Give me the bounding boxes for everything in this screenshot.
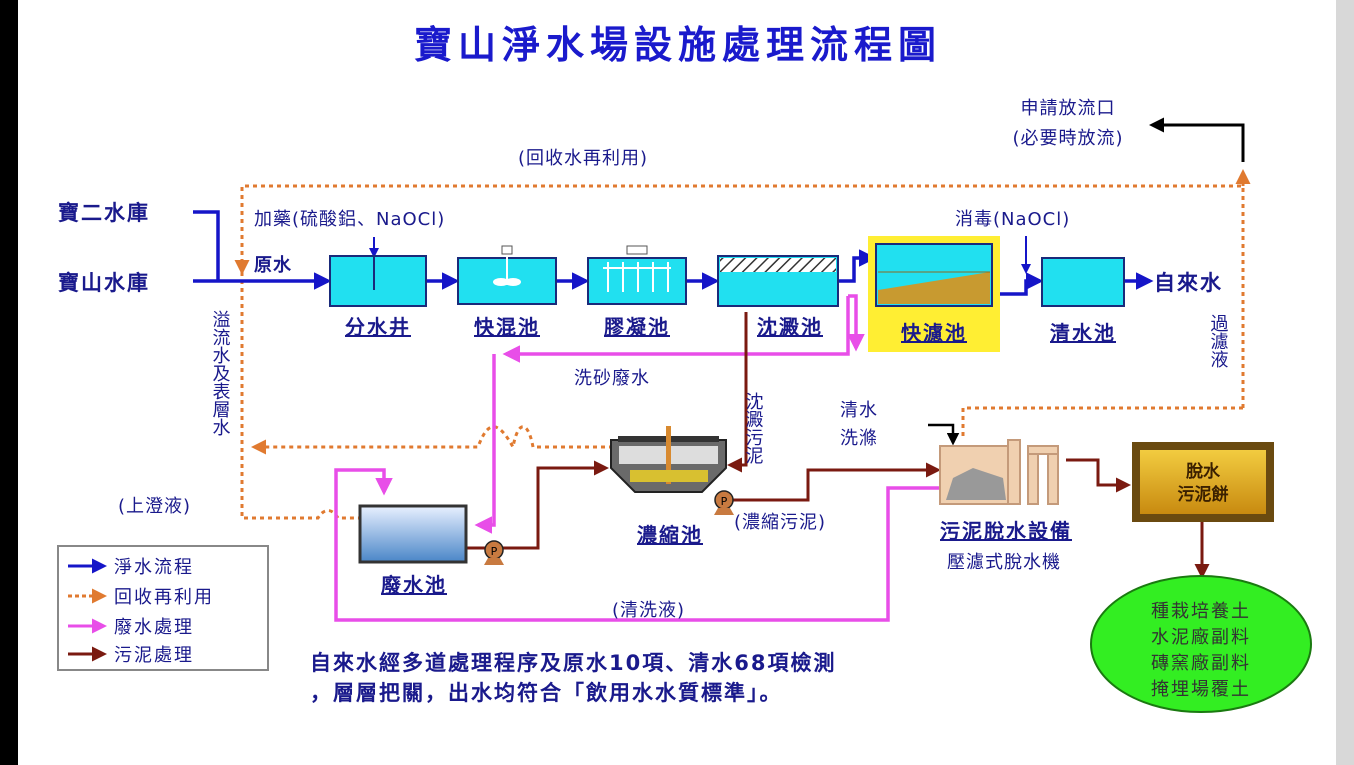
unit-flocculation (587, 245, 687, 305)
sand-wash-line (502, 296, 850, 363)
wash-water-label-2: 洗滌 (840, 428, 878, 449)
unit-rapid-mix (457, 245, 557, 305)
water-flow-lines (193, 210, 1154, 296)
filtrate-label: 過濾液 (1208, 314, 1229, 368)
footnote-line-2: ，層層把關，出水均符合「飲用水水質標準」。 (310, 681, 783, 705)
sand-wash-label: 洗砂廢水 (574, 368, 650, 389)
flow-4 (838, 249, 877, 283)
sand-wash-stub (847, 294, 865, 352)
waste-water-lines (334, 294, 943, 622)
unit-sludge-cake (1132, 442, 1274, 522)
filtrate-line (961, 406, 1243, 440)
unit-split-well (329, 255, 427, 307)
source-2: 寶山水庫 (58, 271, 150, 295)
sand-wash-down (474, 354, 496, 534)
unit-thickener (610, 426, 727, 493)
raw-water-label: 原水 (254, 254, 292, 276)
flocculation-label: 膠凝池 (604, 315, 670, 339)
slide: 寶山淨水場設施處理流程圖 (18, 0, 1336, 765)
clear-well-label: 清水池 (1050, 321, 1116, 345)
unit-sedimentation (717, 255, 839, 307)
wash-water-arrow (928, 423, 960, 446)
waste-pool-label: 廢水池 (381, 573, 447, 597)
supernatant-label: (上澄液) (118, 496, 191, 517)
wash-liquid-label: (清洗液) (612, 600, 685, 621)
pump-1: P (484, 540, 504, 565)
legend-item: 淨水流程 (114, 557, 194, 578)
tap-water-label: 自來水 (1154, 271, 1223, 295)
legend-item: 廢水處理 (114, 617, 194, 638)
filter-label: 快濾池 (901, 321, 967, 345)
unit-filter (868, 236, 1000, 352)
sediment-sludge-label: 沈澱污泥 (743, 392, 764, 464)
dosing-label: 加藥(硫酸鋁、NaOCl) (254, 209, 445, 230)
unit-clear-well (1041, 257, 1125, 307)
flow-5 (1000, 272, 1044, 296)
sediment-sludge-line (727, 312, 748, 473)
unit-waste-pool (358, 504, 468, 564)
sludge-cake-label-1: 脫水 (1186, 461, 1221, 482)
thickener-label: 濃縮池 (637, 523, 703, 547)
wash-water-label-1: 清水 (840, 400, 878, 421)
supernatant-line (240, 272, 363, 520)
page-title: 寶山淨水場設施處理流程圖 (414, 22, 942, 67)
pump-2: P (714, 490, 734, 515)
sedimentation-label: 沈澱池 (757, 315, 823, 339)
outfall-label-1: 申請放流口 (1021, 98, 1116, 119)
overflow-line (251, 425, 613, 455)
source1-line (193, 210, 220, 281)
disinfect-label: 消毒(NaOCl) (955, 209, 1070, 230)
wash-liquid-line (334, 468, 943, 622)
thick-sludge-label: (濃縮污泥) (734, 512, 826, 533)
reuse-item: 磚窯廠副料 (1151, 652, 1251, 674)
outfall-label-2: (必要時放流) (1012, 128, 1123, 149)
outfall-arrow (1149, 117, 1245, 162)
split-well-label: 分水井 (345, 315, 411, 339)
reuse-item: 種栽培養土 (1151, 601, 1251, 622)
belt-press-label: 壓濾式脫水機 (947, 552, 1061, 573)
cake-line (1066, 458, 1131, 493)
flow-diagram: 寶山淨水場設施處理流程圖 (57, 22, 1312, 713)
unit-belt-press (939, 439, 1059, 505)
recycle-label: (回收水再利用) (518, 148, 648, 169)
waste-pump-line (466, 460, 609, 550)
overflow-label: 溢流水及表層水 (210, 310, 231, 436)
scrollbar[interactable] (1336, 0, 1354, 765)
legend: 淨水流程 回收再利用 廢水處理 污泥處理 (57, 545, 269, 671)
reuse-item: 掩埋場覆土 (1151, 679, 1251, 700)
reuse-item: 水泥廠副料 (1151, 626, 1251, 648)
rapid-mix-label: 快混池 (474, 315, 540, 339)
sludge-lines (466, 312, 1210, 579)
legend-item: 污泥處理 (114, 645, 194, 666)
legend-item: 回收再利用 (114, 587, 214, 608)
dewater-label: 污泥脫水設備 (940, 519, 1072, 543)
sludge-cake-label-2: 污泥餅 (1178, 484, 1229, 505)
svg-text:P: P (721, 495, 728, 508)
footnote-line-1: 自來水經多道處理程序及原水10項、清水68項檢測 (310, 651, 836, 675)
thick-sludge-line (733, 462, 941, 502)
reuse-ellipse (1090, 575, 1312, 713)
source-1: 寶二水庫 (58, 201, 150, 225)
recycle-top-line (234, 184, 1245, 408)
svg-text:P: P (491, 545, 498, 558)
